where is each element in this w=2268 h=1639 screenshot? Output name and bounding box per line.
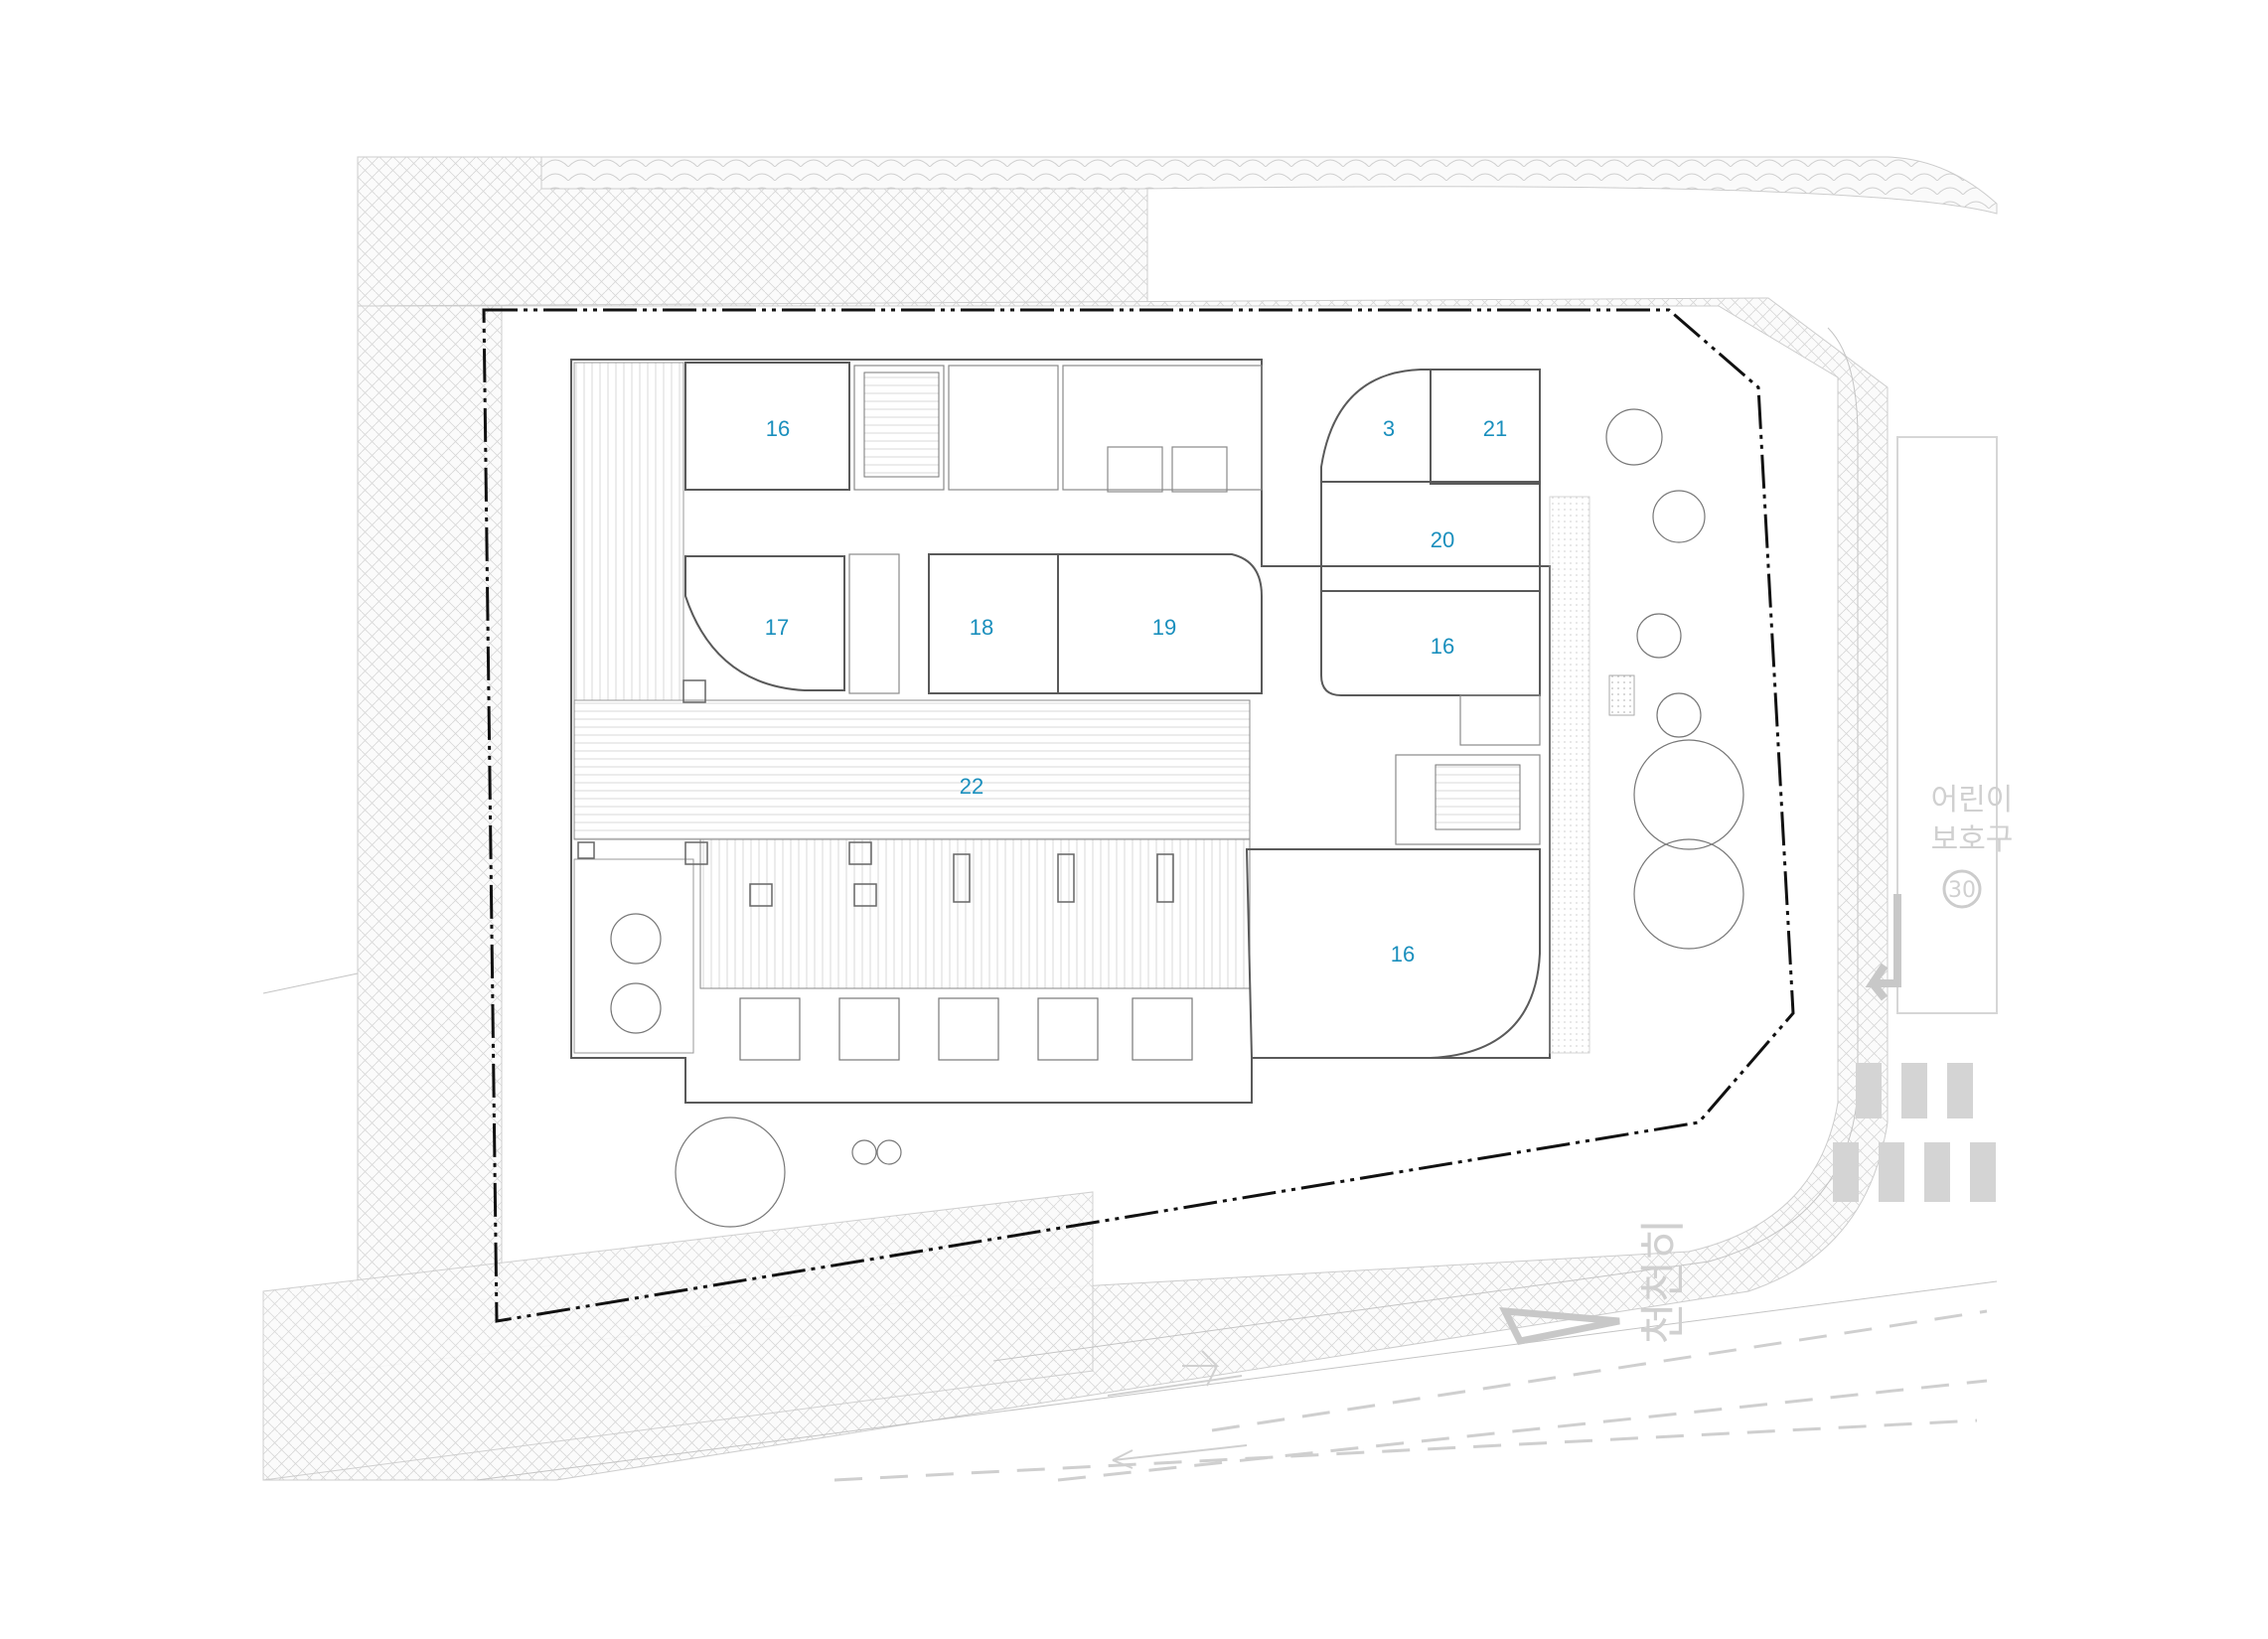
room-17-label: 17 xyxy=(765,615,789,640)
room-19-label: 19 xyxy=(1152,615,1176,640)
lane-arrow-icon xyxy=(1865,894,1901,1001)
room-3-label: 3 xyxy=(1383,416,1395,441)
room-16-northwest-label: 16 xyxy=(766,416,790,441)
room-21-label: 21 xyxy=(1483,416,1507,441)
room-16-east-label: 16 xyxy=(1431,634,1454,659)
slow-text: 천천히 xyxy=(1636,1219,1690,1345)
crosswalk xyxy=(1833,1063,1996,1202)
speed-limit-text: 30 xyxy=(1948,878,1976,903)
road-arrow-icon xyxy=(1182,1350,1220,1387)
road-triangle-icon xyxy=(1499,1306,1620,1345)
site-paving xyxy=(262,156,1998,1481)
room-18-label: 18 xyxy=(970,615,993,640)
room-20-label: 20 xyxy=(1431,527,1454,552)
room-labels: 16 3 21 20 17 18 19 16 22 16 xyxy=(765,416,1507,967)
speed-limit-circle-icon xyxy=(1942,869,1982,909)
trees xyxy=(610,408,1744,1228)
school-zone-text-1: 어린이 xyxy=(1931,783,2014,818)
road: 30 어린이 보호구 천천히 xyxy=(476,327,2014,1482)
school-zone-text-2: 보호구 xyxy=(1931,822,2014,857)
site-boundary xyxy=(482,308,1795,1323)
building xyxy=(570,359,1635,1104)
room-22-label: 22 xyxy=(960,774,983,799)
deck-area xyxy=(573,699,1251,840)
room-16-southeast-label: 16 xyxy=(1391,942,1415,967)
